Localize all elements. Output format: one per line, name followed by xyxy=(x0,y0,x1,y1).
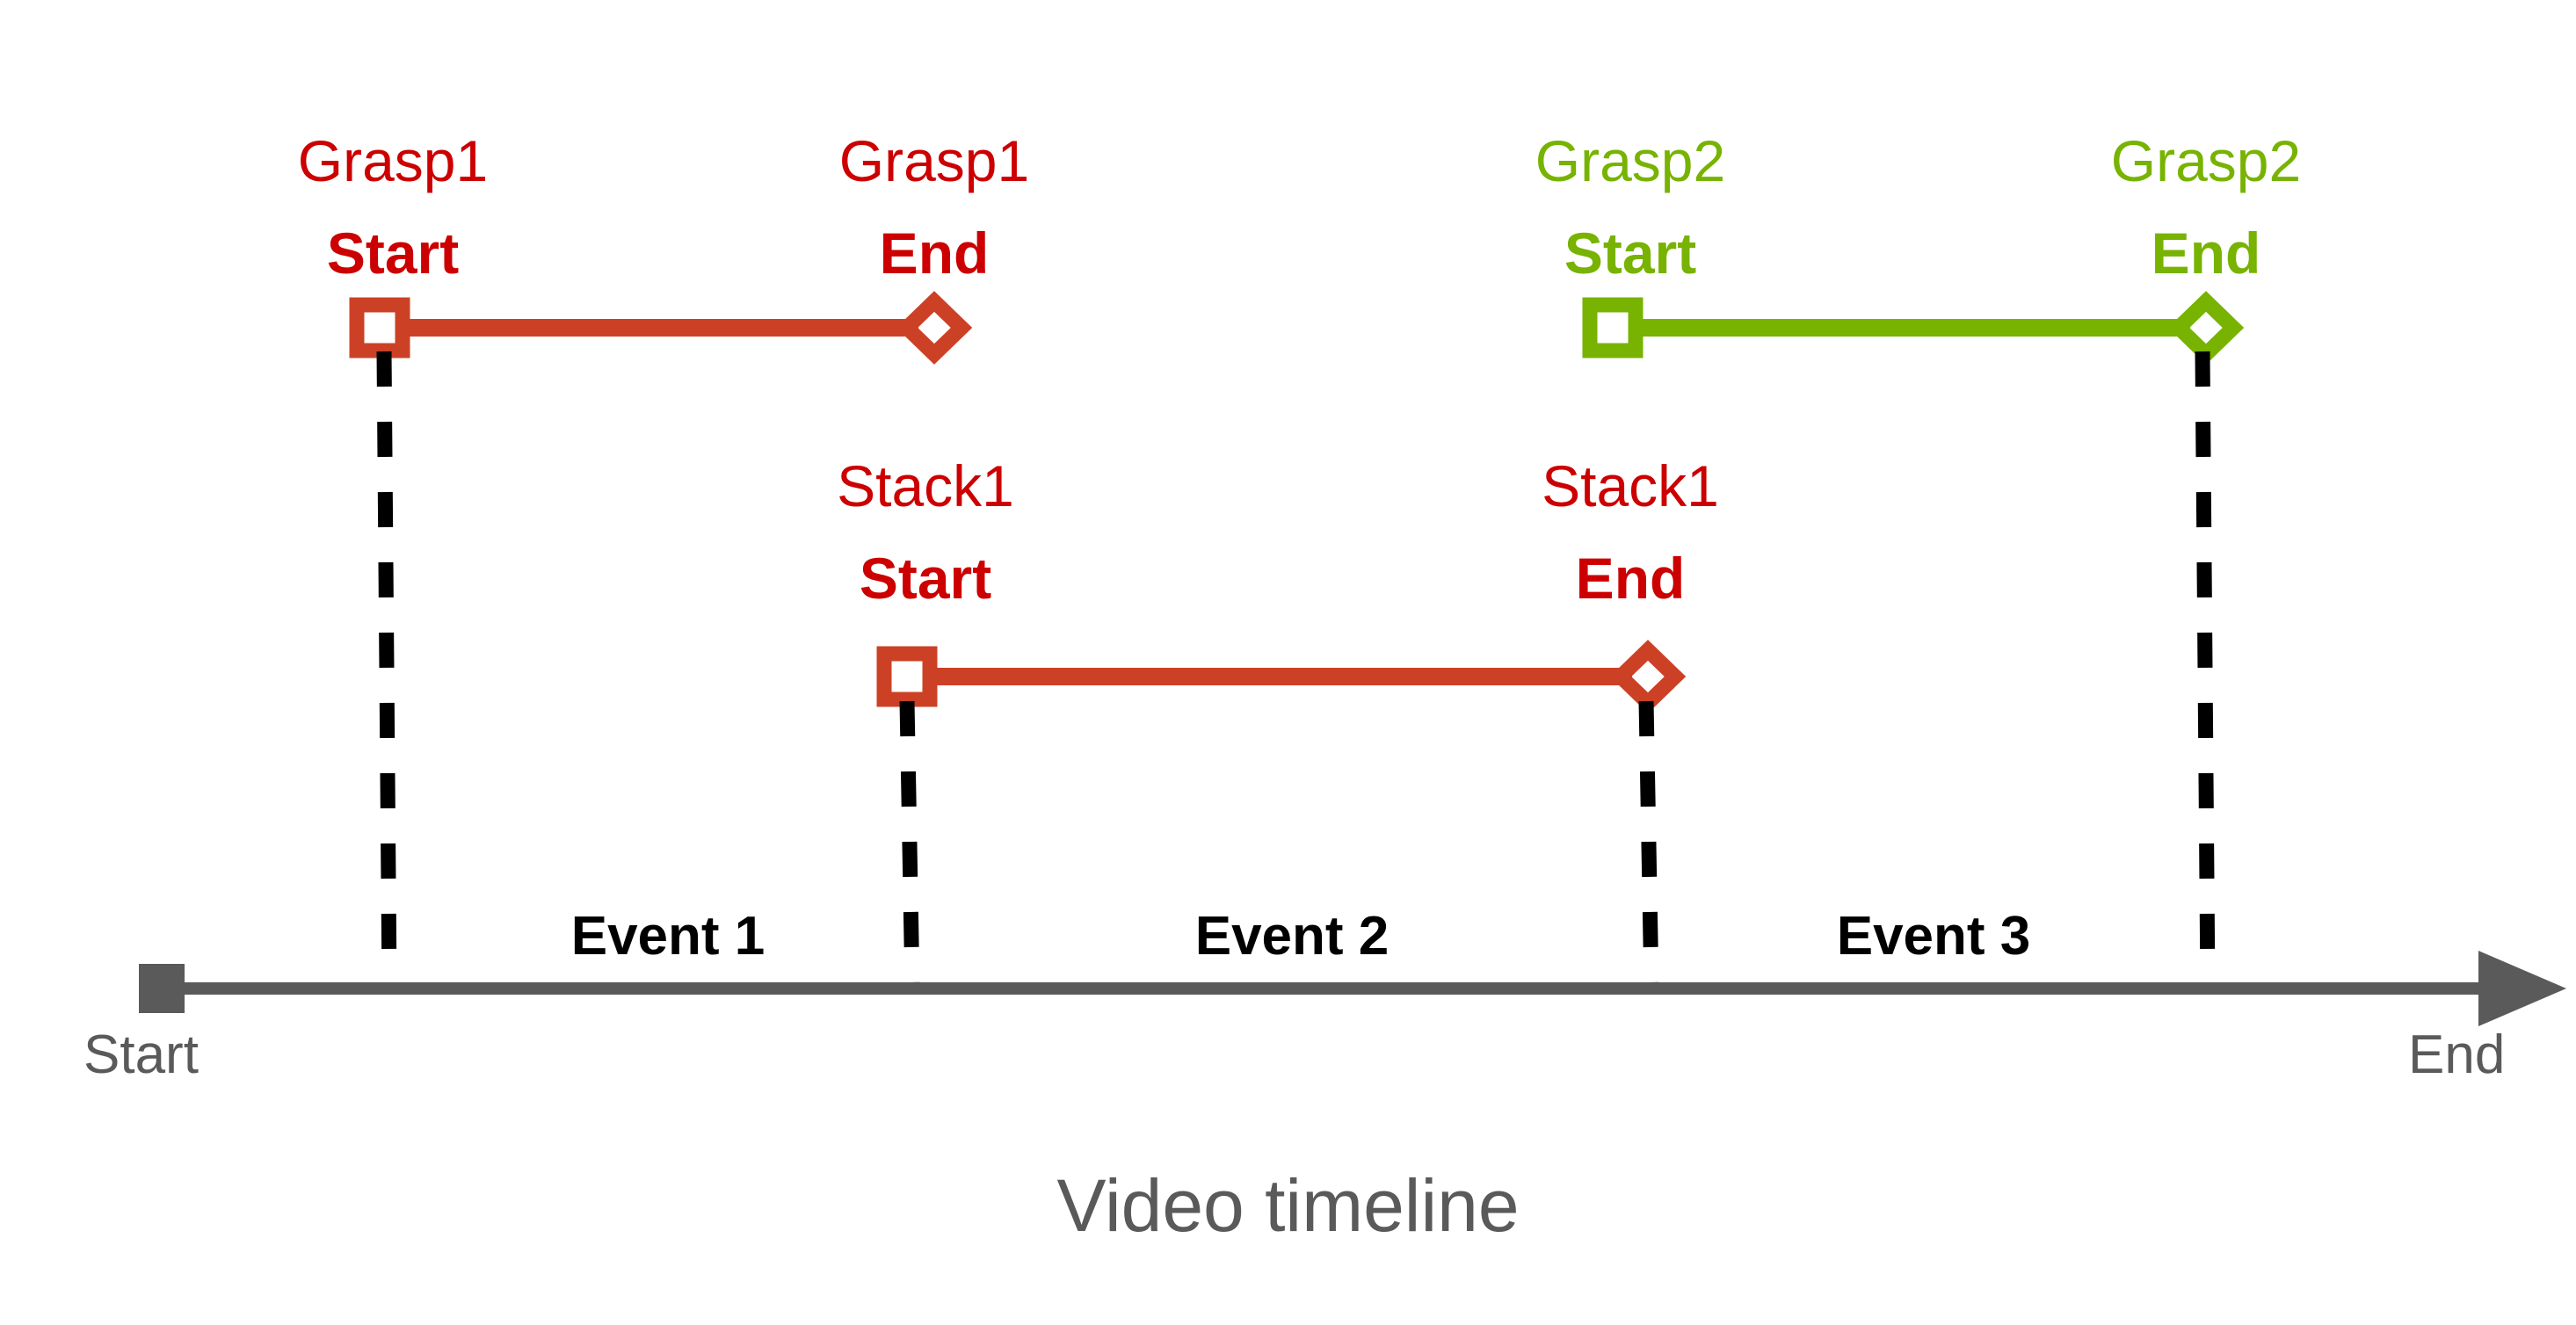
axis-end-label: End xyxy=(2408,1025,2506,1085)
event-label-event2: Event 2 xyxy=(1194,906,1390,967)
stack1-end-edge-label: End xyxy=(1575,546,1686,611)
segment-grasp1 xyxy=(349,291,973,365)
stack1-end-name-label: Stack1 xyxy=(1542,453,1719,518)
dashed-line-stack1-end xyxy=(1638,700,1659,989)
grasp2-end-edge-label: End xyxy=(2151,221,2261,286)
stack1-end-diamond-marker xyxy=(1609,640,1687,713)
grasp2-start-square-marker xyxy=(1582,297,1644,358)
grasp1-end-edge-label: End xyxy=(879,221,990,286)
dashed-line-stack1-start xyxy=(899,700,920,989)
stack1-start-name-label: Stack1 xyxy=(837,453,1014,518)
event-label-event3: Event 3 xyxy=(1836,906,2031,967)
stack1-start-edge-label: Start xyxy=(859,546,992,611)
grasp1-start-square-marker xyxy=(349,297,410,358)
dashed-line-grasp2-end xyxy=(2195,351,2216,989)
grasp2-start-name-label: Grasp2 xyxy=(1535,128,1726,193)
segment-stack1 xyxy=(876,640,1687,713)
axis-arrow-head-icon xyxy=(2478,951,2566,1026)
grasp1-end-diamond-marker xyxy=(896,291,973,365)
figure-caption: Video timeline xyxy=(1056,1164,1520,1247)
stack1-start-square-marker xyxy=(876,646,938,707)
grasp2-start-edge-label: Start xyxy=(1564,221,1697,286)
grasp2-end-name-label: Grasp2 xyxy=(2110,128,2302,193)
axis-start-label: Start xyxy=(83,1025,199,1085)
grasp1-start-name-label: Grasp1 xyxy=(297,128,489,193)
dashed-line-grasp1-start xyxy=(376,351,397,989)
grasp1-start-edge-label: Start xyxy=(326,221,460,286)
grasp1-end-name-label: Grasp1 xyxy=(838,128,1030,193)
dashed-guides xyxy=(376,351,2216,989)
timeline-axis xyxy=(139,951,2566,1026)
segment-grasp2 xyxy=(1582,291,2245,365)
event-label-event1: Event 1 xyxy=(570,906,766,967)
grasp2-end-diamond-marker xyxy=(2167,291,2245,365)
